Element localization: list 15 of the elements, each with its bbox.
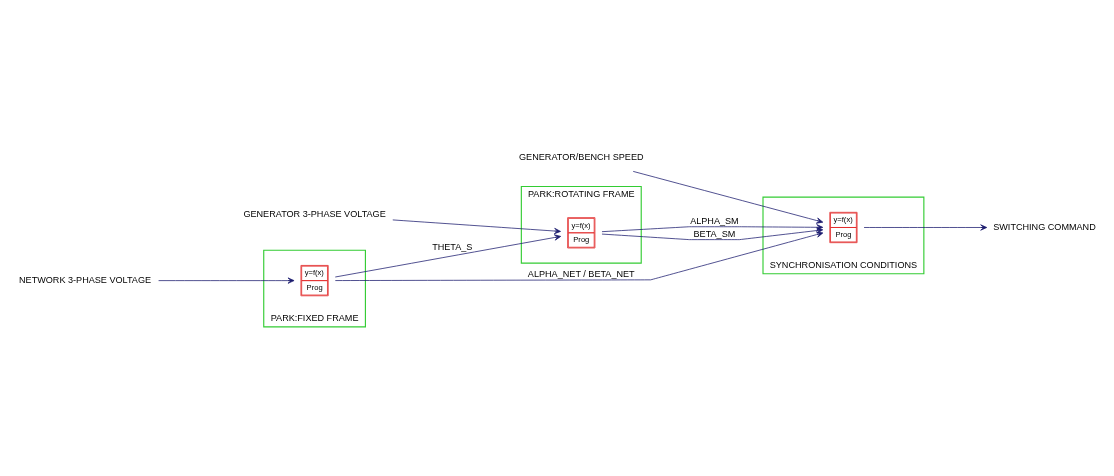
node-text: NETWORK 3-PHASE VOLTAGE <box>19 274 152 285</box>
arrow <box>601 226 824 240</box>
node-text: SWITCHING COMMAND <box>993 221 1096 232</box>
arrow <box>392 219 561 234</box>
arrow <box>632 170 824 224</box>
arrow <box>334 231 824 281</box>
node-text: GENERATOR 3-PHASE VOLTAGE <box>243 208 386 219</box>
node-text: GENERATOR/BENCH SPEED <box>519 151 644 162</box>
arrow <box>158 277 295 284</box>
arrow <box>863 223 988 231</box>
edge-label: ALPHA_NET / BETA_NET <box>527 268 635 279</box>
arrow <box>334 233 562 277</box>
edge-label: ALPHA_SM <box>690 215 739 226</box>
edge-label: THETA_S <box>432 241 473 252</box>
edge-label: BETA_SM <box>693 228 736 239</box>
